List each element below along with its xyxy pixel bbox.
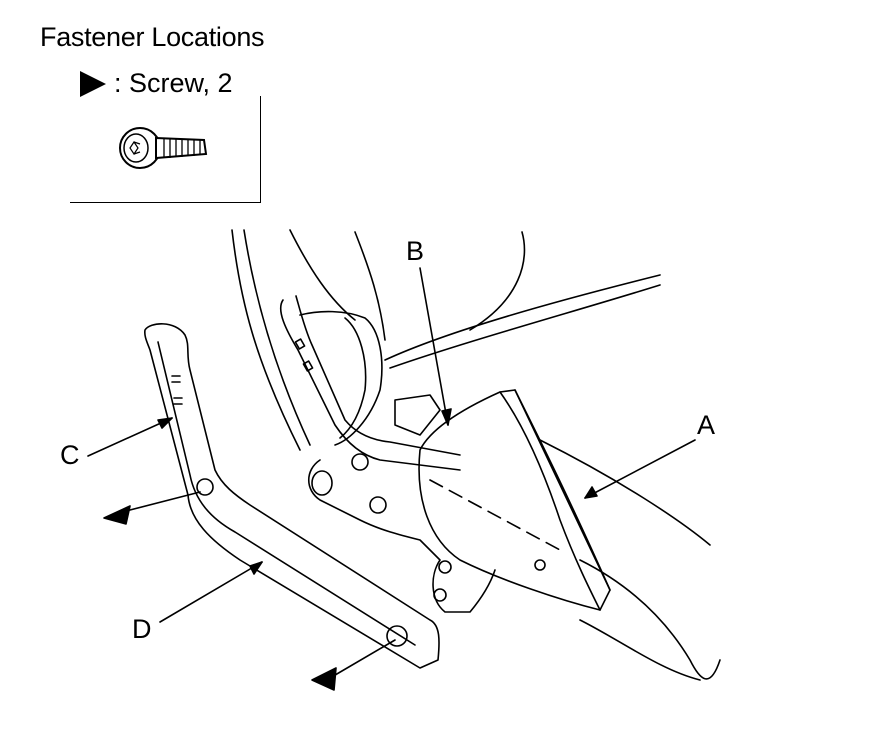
screw-icon: [119, 127, 208, 169]
leader-d: [159, 561, 263, 623]
callout-a: A: [697, 410, 716, 440]
seat-cushion-body: [539, 439, 711, 546]
diagram-title: Fastener Locations: [40, 22, 265, 52]
recliner-lever-cover-d: [144, 323, 440, 669]
screw-arrow-lower: [311, 667, 337, 691]
legend-text: : Screw, 2: [114, 68, 233, 98]
screw-arrow-lower-line: [329, 639, 396, 679]
leader-a: [584, 439, 696, 499]
screw-arrow-upper-line: [129, 491, 201, 511]
seat-back-outline: [231, 229, 301, 451]
leader-b: [419, 267, 449, 426]
callout-c: C: [60, 440, 80, 470]
recliner-arm: [279, 299, 461, 471]
leader-c: [87, 417, 173, 457]
callout-b: B: [406, 236, 425, 266]
triangle-arrow-icon: [80, 70, 106, 97]
recliner-mechanism: [307, 459, 496, 613]
callout-d: D: [132, 614, 152, 644]
seat-cushion-edge: [384, 274, 661, 361]
fastener-legend: : Screw, 2: [80, 68, 233, 99]
legend-box-border: [70, 96, 261, 203]
strap-loop: [299, 310, 383, 446]
screw-arrow-upper: [103, 505, 131, 525]
